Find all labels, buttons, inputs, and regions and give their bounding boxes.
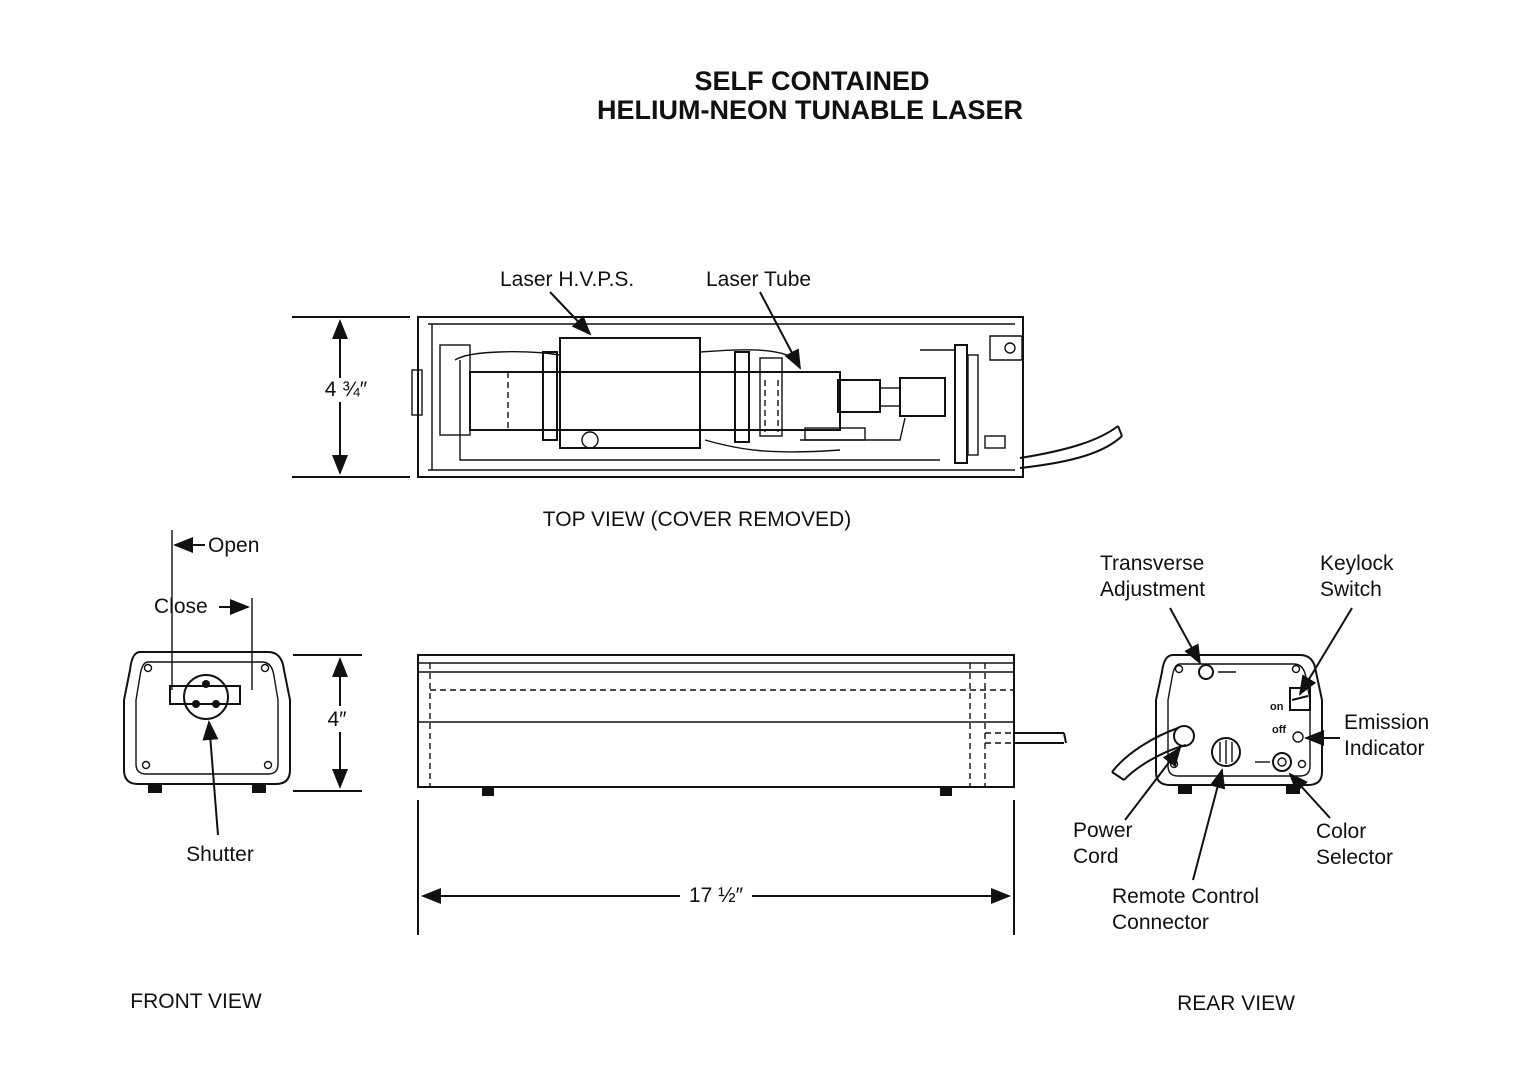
label-color-2: Selector: [1316, 846, 1393, 869]
label-keylock-1: Keylock: [1320, 552, 1394, 575]
switch-off-label: off: [1272, 724, 1286, 736]
emission-indicator-lamp: [1292, 731, 1304, 743]
caption-front-view: FRONT VIEW: [130, 990, 262, 1013]
laser-tube-body: [469, 371, 841, 431]
rear-view-housing: [1155, 654, 1323, 786]
hvps-block: [559, 337, 701, 449]
label-emission-2: Indicator: [1344, 737, 1425, 760]
label-power-1: Power: [1073, 819, 1133, 842]
title-line-2: HELIUM-NEON TUNABLE LASER: [597, 95, 1023, 125]
title-line-1: SELF CONTAINED: [695, 66, 930, 96]
label-laser-tube: Laser Tube: [706, 268, 811, 291]
label-emission-1: Emission: [1344, 711, 1429, 734]
dim-length: 17 ½″: [689, 884, 744, 907]
label-remote-2: Connector: [1112, 911, 1209, 934]
label-transverse-1: Transverse: [1100, 552, 1204, 575]
top-view-housing: [417, 316, 1024, 478]
label-remote-1: Remote Control: [1112, 885, 1259, 908]
transverse-adjustment-knob[interactable]: [1198, 664, 1214, 680]
front-view: [123, 651, 291, 793]
shutter-disc: [183, 674, 229, 720]
color-selector-knob[interactable]: [1272, 752, 1292, 772]
caption-rear-view: REAR VIEW: [1177, 992, 1295, 1015]
caption-top-view: TOP VIEW (COVER REMOVED): [543, 508, 851, 531]
side-view-housing: [417, 654, 1015, 788]
side-view: [417, 654, 1067, 796]
switch-on-label: on: [1270, 701, 1284, 713]
label-close: Close: [154, 595, 208, 618]
label-shutter: Shutter: [186, 843, 254, 866]
front-view-housing: [123, 651, 291, 785]
remote-control-connector[interactable]: [1211, 737, 1241, 767]
label-hvps: Laser H.V.P.S.: [500, 268, 634, 291]
label-keylock-2: Switch: [1320, 578, 1382, 601]
label-power-2: Cord: [1073, 845, 1119, 868]
dim-width: 4 ¾″: [325, 378, 368, 401]
label-transverse-2: Adjustment: [1100, 578, 1205, 601]
label-color-1: Color: [1316, 820, 1366, 843]
label-open: Open: [208, 534, 259, 557]
dim-height: 4″: [327, 708, 347, 731]
top-view: [411, 316, 1123, 478]
rear-view: on off: [1111, 654, 1323, 794]
